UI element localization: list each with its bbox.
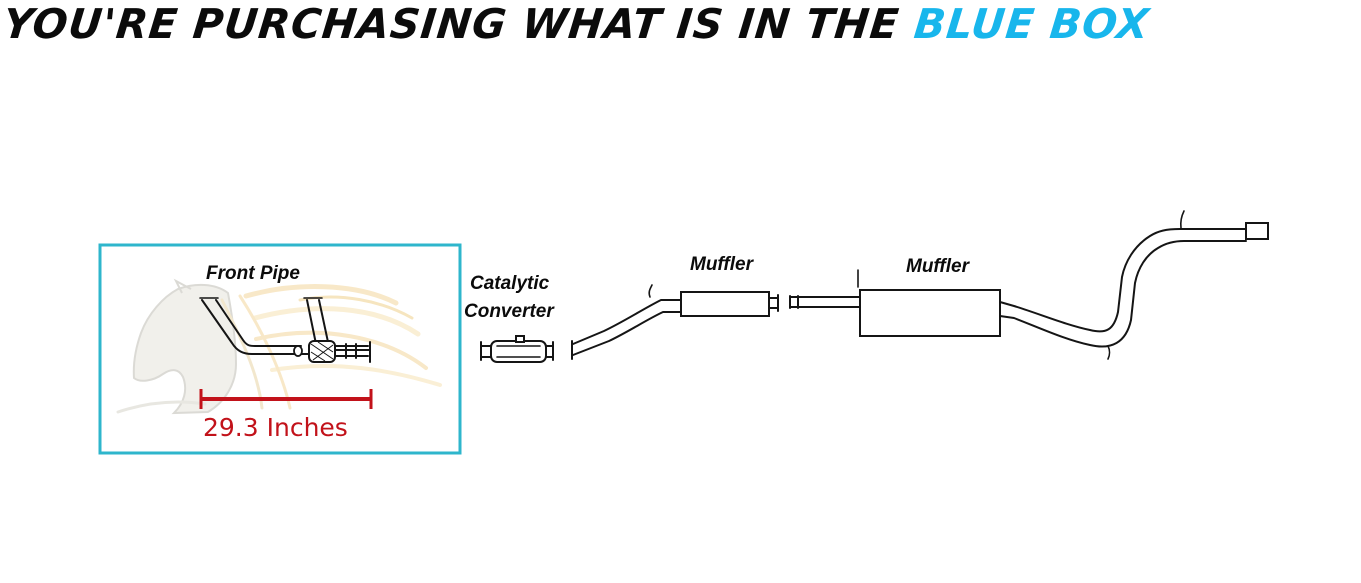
measurement-label: 29.3 Inches xyxy=(203,413,348,442)
muffler-2-part xyxy=(859,210,1269,360)
label-muffler-1: Muffler xyxy=(690,254,755,275)
muffler-1-part xyxy=(571,284,779,360)
catalytic-converter-part xyxy=(480,335,554,363)
horse-watermark-icon xyxy=(116,278,442,415)
label-catalytic-line1: Catalytic xyxy=(470,273,550,294)
front-pipe-part xyxy=(199,297,371,363)
connector-pipe-part xyxy=(789,269,861,309)
label-catalytic-line2: Converter xyxy=(464,301,555,322)
label-muffler-2: Muffler xyxy=(906,256,971,277)
measurement-bar xyxy=(199,389,373,409)
label-front-pipe: Front Pipe xyxy=(206,263,300,284)
